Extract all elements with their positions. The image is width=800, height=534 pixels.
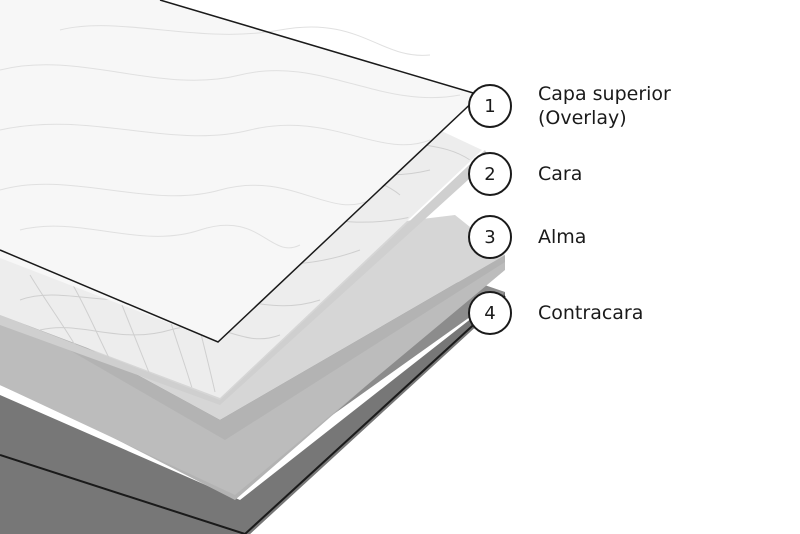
- badge-number-3: 3: [484, 227, 495, 248]
- callout-label-4: Contracara: [538, 302, 643, 324]
- backing-outline: [0, 454, 246, 534]
- overlay-grain: [0, 25, 461, 249]
- badge-circle-4: [468, 291, 512, 335]
- callout-label-1-line-1: Capa superior: [538, 83, 671, 105]
- core-front-shade: [0, 262, 505, 495]
- badge-circle-2: [468, 152, 512, 196]
- badge-circle-1: [468, 84, 512, 128]
- callout-1: 1 Capa superior (Overlay): [468, 83, 677, 129]
- backing-outline-right: [244, 295, 506, 534]
- callout-label-1-line-2: (Overlay): [538, 107, 627, 129]
- callout-label-1: Capa superior (Overlay): [538, 83, 677, 129]
- callout-label-2: Cara: [538, 163, 582, 185]
- callout-label-3: Alma: [538, 226, 586, 248]
- badge-number-2: 2: [484, 164, 495, 185]
- callout-4: 4 Contracara: [468, 291, 643, 335]
- badge-number-1: 1: [484, 96, 495, 117]
- badge-circle-3: [468, 215, 512, 259]
- callout-2: 2 Cara: [468, 152, 582, 196]
- badge-number-4: 4: [484, 303, 495, 324]
- overlay-outline: [0, 0, 482, 343]
- overlay-layer: [0, 0, 482, 343]
- backing-front: [0, 292, 505, 534]
- callout-3: 3 Alma: [468, 215, 586, 259]
